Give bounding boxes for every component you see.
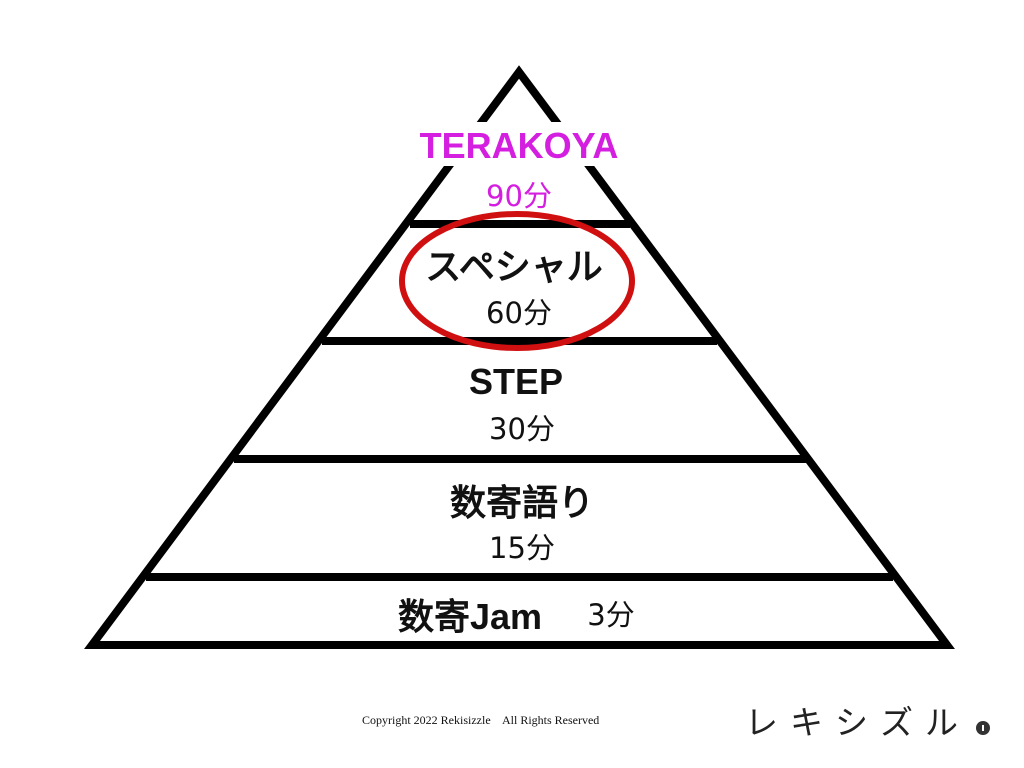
level-duration-step: 30分: [489, 412, 555, 446]
level-name-step: STEP: [468, 361, 564, 402]
level-duration-special: 60分: [486, 296, 552, 330]
highlight-circle: [399, 211, 635, 351]
level-duration-terakoya: 90分: [486, 179, 552, 213]
logo-dot-icon: [976, 721, 990, 735]
copyright-text: Copyright 2022 Rekisizzle All Rights Res…: [362, 713, 600, 727]
level-name-terakoya: TERAKOYA: [419, 125, 619, 166]
pyramid-outline: [84, 65, 955, 649]
level-name-sukijam: 数寄Jam: [397, 596, 543, 637]
level-name-sukigatari: 数寄語り: [449, 482, 595, 523]
brand-logo: レキシズル: [745, 703, 970, 742]
level-duration-sukijam: 3分: [587, 598, 635, 632]
level-duration-sukigatari: 15分: [489, 531, 555, 565]
level-name-special: スペシャル: [425, 246, 603, 287]
